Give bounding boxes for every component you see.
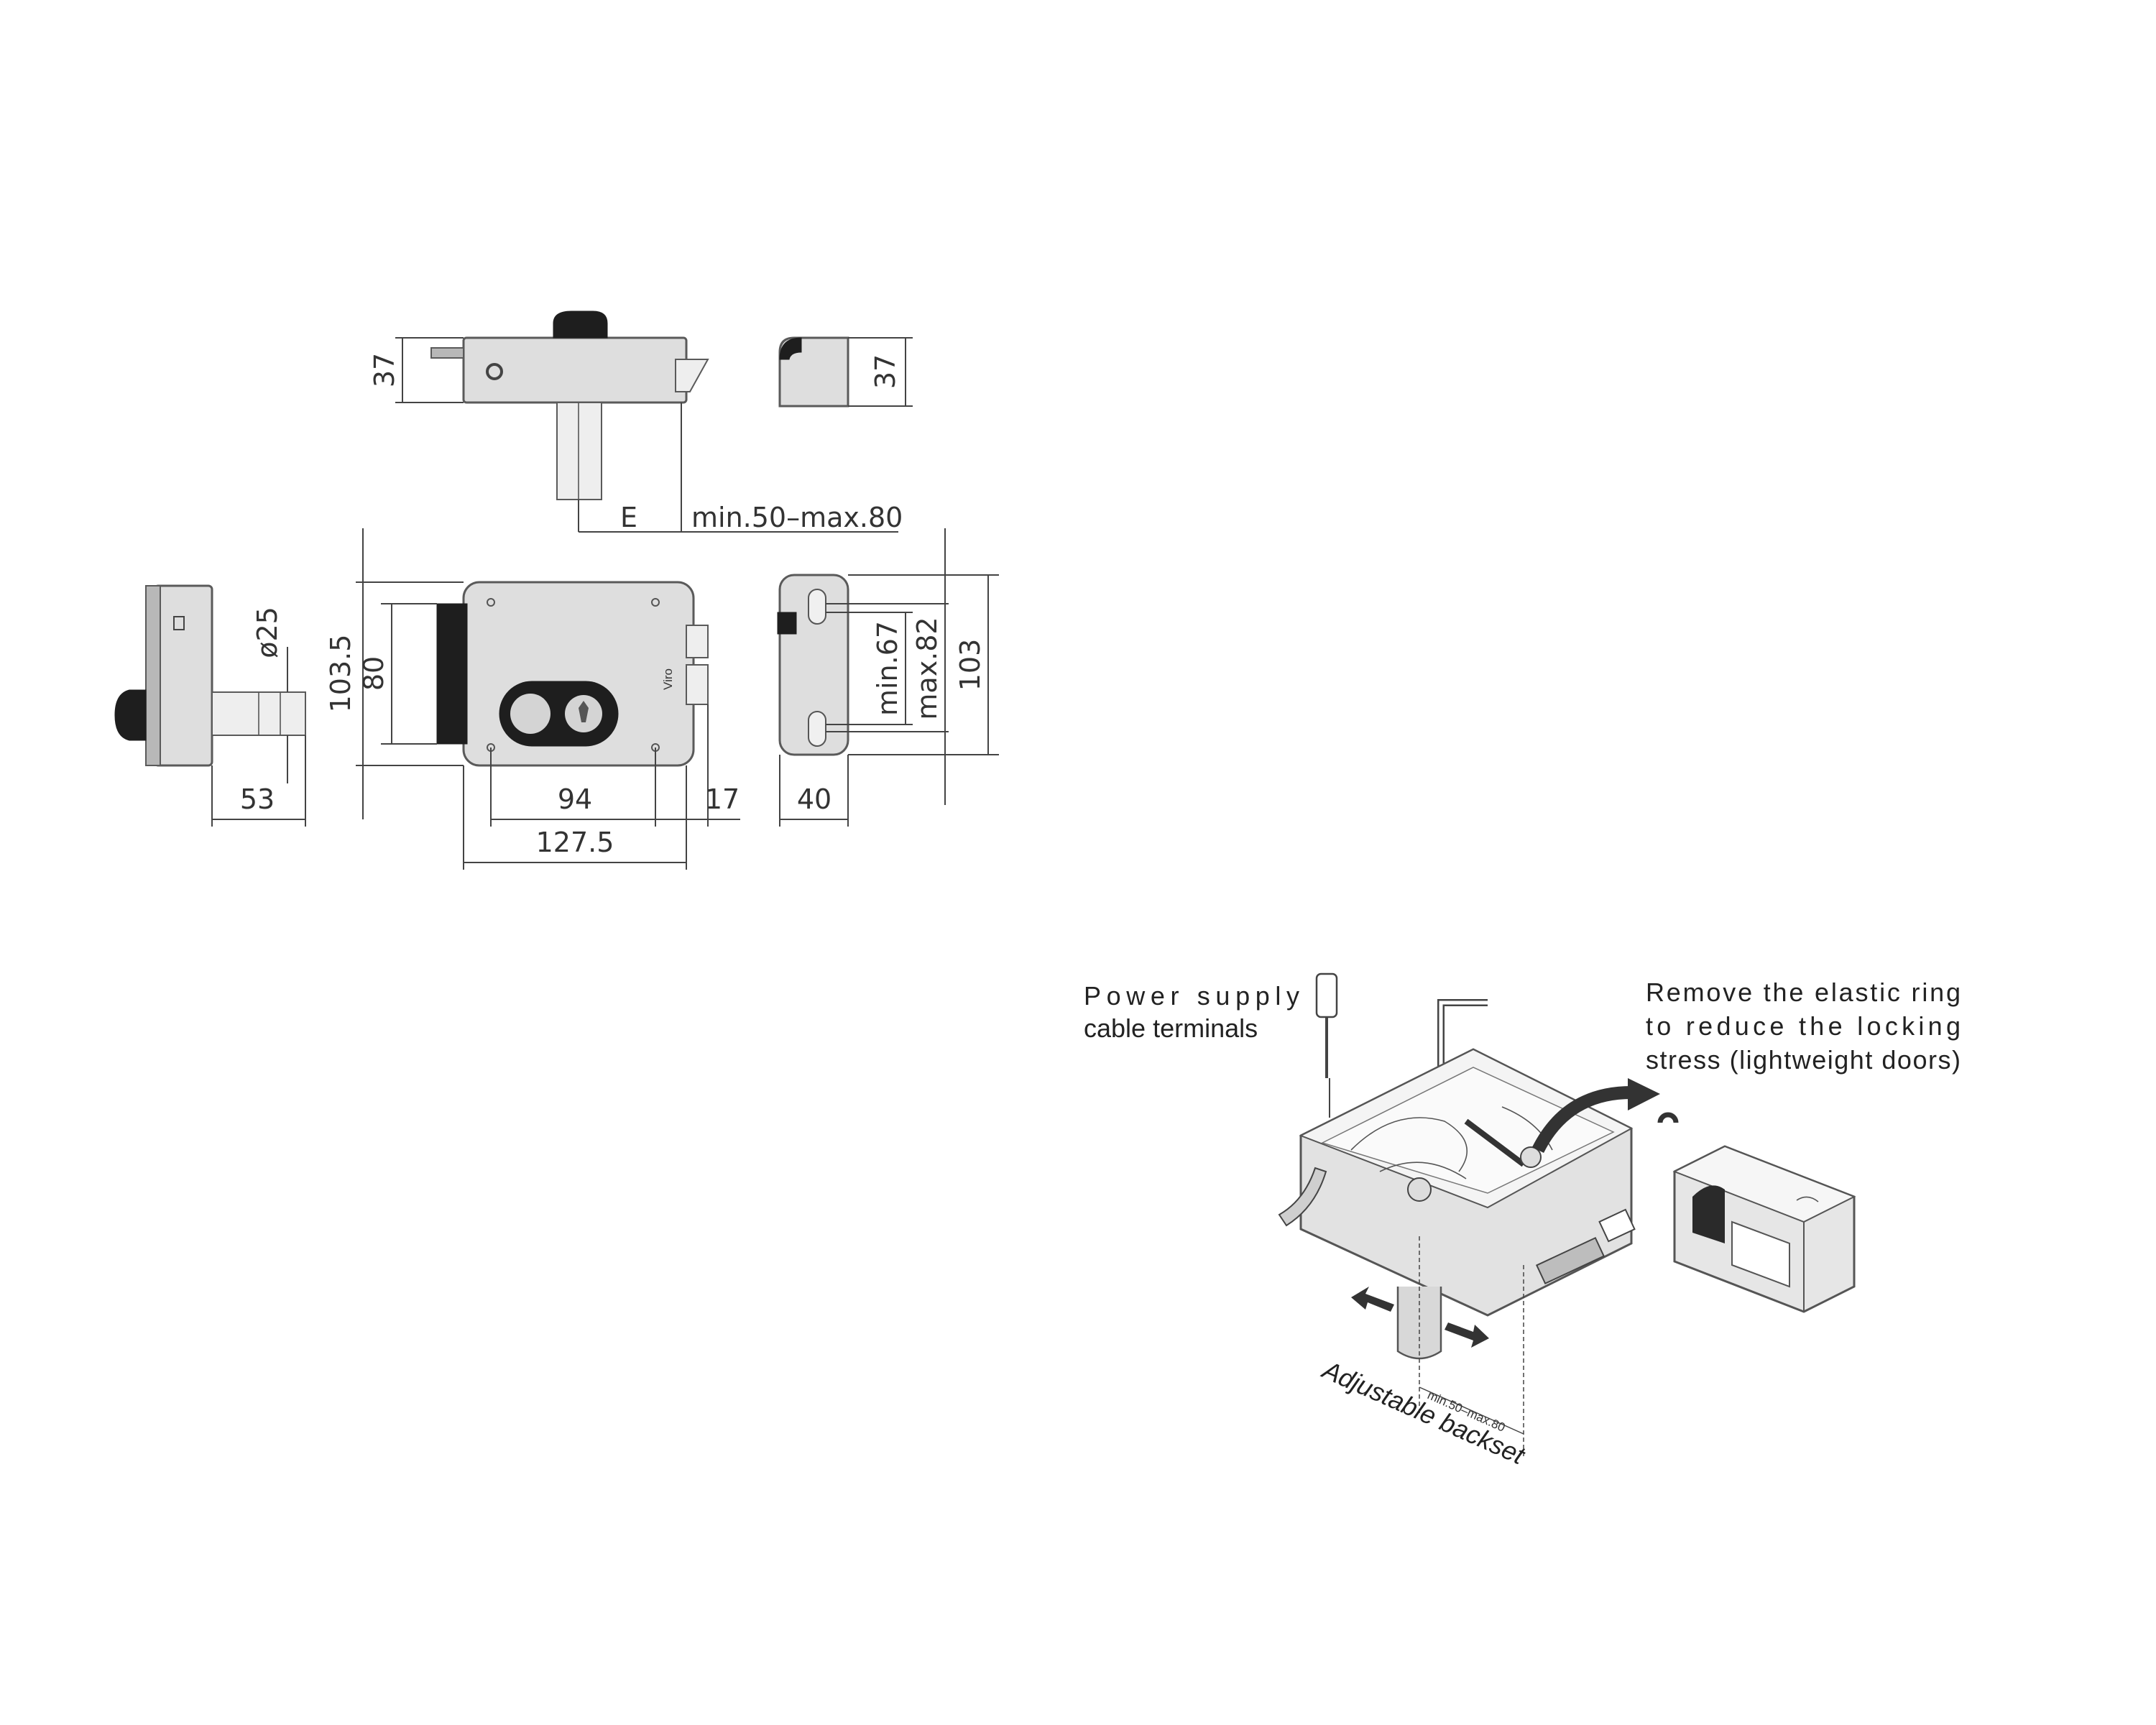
end-view-top-case xyxy=(778,336,849,408)
front-view-latch-lower xyxy=(686,664,709,705)
end-view-top: 37 xyxy=(778,336,913,408)
end-view-case xyxy=(778,574,849,756)
side-view: ø25 53 xyxy=(114,584,306,827)
dim-end-total: 103 xyxy=(954,639,986,691)
note-ring-line2: to reduce the locking xyxy=(1646,1011,1961,1041)
dim-mount-min: min.67 xyxy=(872,621,903,716)
top-view-screw xyxy=(486,363,503,380)
end-view: min.67 max.82 103 40 xyxy=(777,528,999,827)
elastic-ring-icon xyxy=(1657,1112,1679,1123)
top-view-knob xyxy=(553,310,608,339)
dim-diameter: ø25 xyxy=(252,607,283,658)
top-view-latch xyxy=(675,359,709,392)
dim-mount-max: max.82 xyxy=(911,617,943,719)
dim-latch: 17 xyxy=(705,783,740,815)
dim-height-inner: 80 xyxy=(358,656,390,691)
front-view-latch-upper xyxy=(686,625,709,658)
top-view: 37 E min.50–max.80 xyxy=(369,310,903,533)
iso-cylinder xyxy=(1396,1287,1442,1360)
note-backset: Adjustable backset xyxy=(1317,1354,1530,1471)
dim-backset-label: E xyxy=(620,502,637,533)
end-view-top-knob xyxy=(779,337,802,360)
dim-backset-range: min.50–max.80 xyxy=(691,502,903,533)
dim-depth: 40 xyxy=(797,783,831,815)
front-view: Viro 103.5 80 94 17 127.5 xyxy=(325,528,740,870)
brand-mark: Viro xyxy=(661,668,675,690)
top-view-cylinder xyxy=(556,402,602,500)
dim-top-height: 37 xyxy=(369,353,400,387)
end-view-knob xyxy=(777,612,797,635)
side-view-plate xyxy=(145,585,161,766)
install-illustration: Power supply cable terminals xyxy=(1084,972,1961,1471)
side-view-knob xyxy=(114,689,147,741)
dim-width: 127.5 xyxy=(536,827,614,858)
note-ring-line1: Remove the elastic ring xyxy=(1646,978,1961,1007)
dim-height-outer: 103.5 xyxy=(325,635,356,713)
dim-spindle: 53 xyxy=(240,783,275,815)
front-view-button xyxy=(510,694,550,734)
screwdriver-icon xyxy=(1315,972,1338,1118)
note-ring-line3: stress (lightweight doors) xyxy=(1646,1045,1961,1075)
front-view-bolt-plate xyxy=(436,603,468,745)
side-view-case xyxy=(153,584,213,767)
top-view-pin xyxy=(430,347,464,359)
adjust-arrow-icon xyxy=(1351,1287,1489,1348)
dim-hole-spacing: 94 xyxy=(558,783,592,815)
top-view-case xyxy=(462,336,688,404)
note-power-line1: Power supply xyxy=(1084,981,1299,1011)
dim-end-height: 37 xyxy=(870,354,901,389)
note-power-line2: cable terminals xyxy=(1084,1013,1258,1043)
